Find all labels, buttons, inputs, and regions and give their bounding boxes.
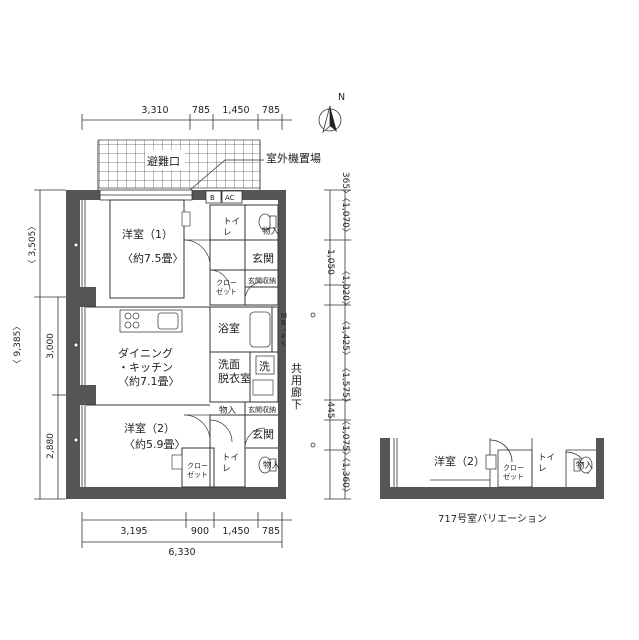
dress-room-label: 脱衣室	[218, 371, 251, 385]
entrance-label-2: 玄関	[252, 427, 274, 441]
wash-room-label: 洗面	[218, 358, 240, 371]
variation-closet-label: クローゼット	[503, 464, 524, 481]
room2-size: 〈約5.9畳〉	[124, 437, 186, 451]
room1-size: 〈約7.5畳〉	[122, 251, 184, 265]
bathtub	[249, 311, 271, 348]
dk-name2: ・キッチン	[118, 361, 173, 374]
dim-right-1: 〈1,070〉	[340, 193, 351, 237]
variation-storage-label: 物入	[576, 460, 594, 471]
room1-name: 洋室（1）	[122, 227, 173, 241]
dim-right-6: 〈1,575〉	[340, 363, 351, 407]
dim-bottom-4: 785	[262, 526, 280, 537]
dim-left-outer-1: 〈 3,505〉	[27, 222, 38, 269]
dim-bottom-2: 900	[191, 526, 209, 537]
variation-plan	[380, 438, 604, 499]
variation-room-label: 洋室（2）	[434, 454, 485, 468]
evac-label: 避難口	[147, 154, 180, 168]
bath-label: 浴室	[218, 321, 240, 335]
entrance-storage-label-2: 玄関収納	[248, 405, 276, 414]
dim-bottom-3: 1,450	[222, 526, 249, 537]
toilet-fixture-icon	[258, 213, 277, 474]
dim-left-inner-1: 3,000	[46, 333, 56, 359]
dim-right-7: 445	[325, 401, 335, 418]
outdoor-unit-label: 室外機置場	[266, 151, 321, 165]
dim-left-outer-2: 〈 9,385〉	[12, 322, 23, 369]
dim-right-2: 365〉	[340, 172, 351, 198]
dim-top-3: 1,450	[222, 105, 249, 116]
variation-toilet-label: トイレ	[538, 453, 555, 474]
b-label: B	[210, 194, 215, 202]
kitchen-counter	[119, 309, 183, 333]
top-dimensions	[81, 114, 292, 130]
dk-size: 〈約7.1畳〉	[118, 374, 180, 388]
toilet-label-2: トイレ	[222, 453, 239, 474]
dim-right-3: 1,050	[325, 249, 335, 275]
dim-top-1: 3,310	[141, 105, 168, 116]
closet-label-2: クローゼット	[187, 462, 208, 479]
dim-right-8: 〈1,075〉	[340, 416, 351, 460]
washer	[255, 355, 275, 375]
dim-left-inner-2: 2,880	[46, 433, 56, 459]
ac-label: AC	[225, 194, 235, 202]
dim-right-4: 〈1,020〉	[340, 266, 351, 310]
dim-bottom-total: 6,330	[168, 547, 195, 558]
dim-right-5: 〈1,425〉	[340, 316, 351, 360]
toilet-label: トイレ	[223, 217, 240, 238]
dim-top-2: 785	[192, 105, 210, 116]
north-arrow-icon	[318, 105, 342, 134]
corridor-label: 共用廊下	[291, 362, 302, 411]
closet-label-1: クローゼット	[216, 279, 237, 296]
wash-label: 洗	[259, 360, 270, 373]
door-swings	[183, 239, 266, 449]
entrance-storage-label: 玄関収納	[248, 276, 276, 285]
storage-label: 物入	[262, 226, 280, 237]
dk-name: ダイニング	[118, 346, 173, 360]
dim-top-4: 785	[262, 105, 280, 116]
room2-name: 洋室（2）	[124, 421, 175, 435]
entrance-label: 玄関	[252, 251, 274, 265]
north-label: N	[338, 92, 345, 103]
dim-right-9: 〈1,360〉	[340, 453, 351, 497]
storage-label-3: 物入	[263, 460, 281, 471]
variation-caption: 717号室バリエーション	[438, 512, 547, 525]
storage-label-2: 物入	[219, 405, 237, 416]
dim-bottom-1: 3,195	[120, 526, 147, 537]
